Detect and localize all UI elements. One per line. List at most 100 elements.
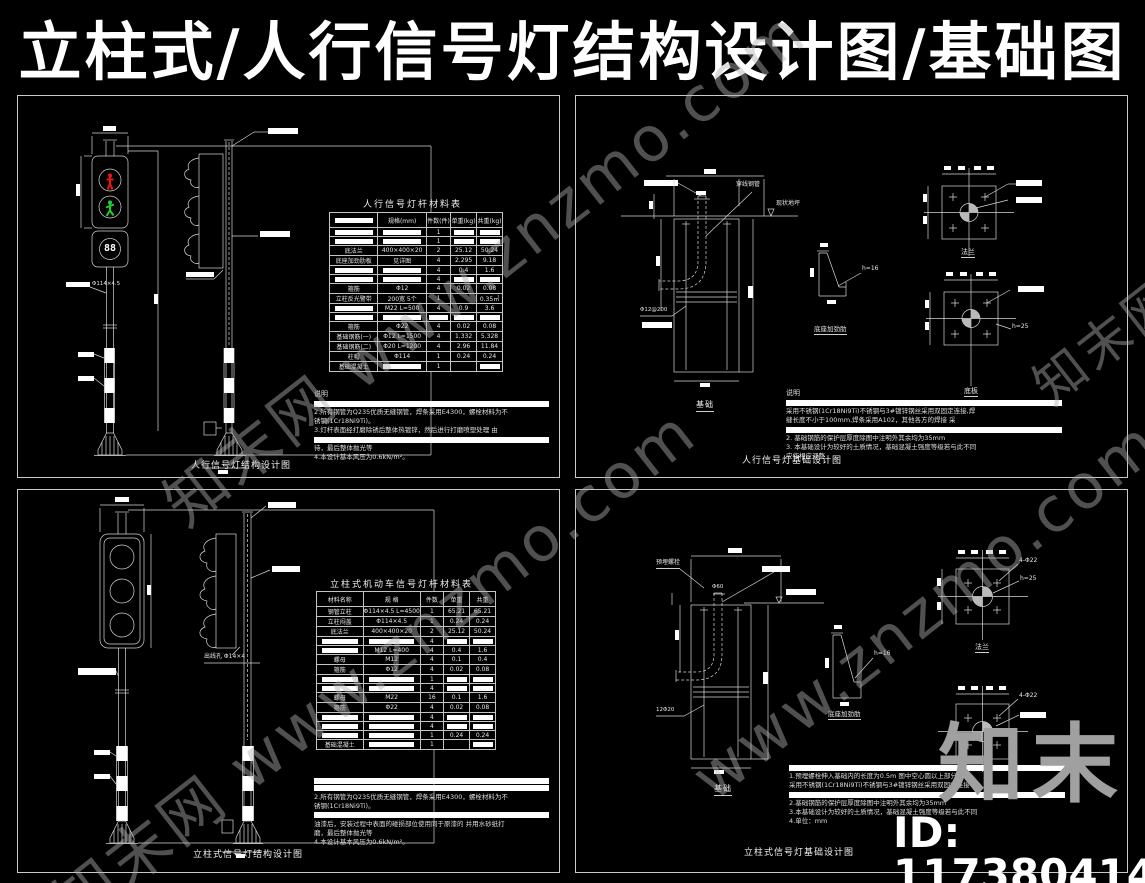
- table-cell: 25.12: [450, 245, 478, 256]
- table-cell: [476, 312, 503, 322]
- table-cell: 2: [425, 245, 452, 256]
- green-lens: [109, 612, 135, 638]
- table-cell: [450, 274, 478, 284]
- table-cell: 1: [425, 236, 452, 246]
- table-cell: Φ22: [362, 702, 421, 713]
- table-cell: 4: [419, 702, 445, 713]
- flange-detail: [937, 550, 1028, 640]
- br-notes: 1.预埋螺栓伸入基础内的长度为0.5m 图中空心圆以上部分采用不锈钢(1Cr18…: [789, 763, 1089, 826]
- table-cell: 1.6: [469, 692, 496, 703]
- table-cell: [328, 236, 379, 246]
- bolt-top-label: 4-Φ22: [1019, 557, 1038, 564]
- table-header-row: 规格(mm)件数(件)单重(kg)共重(kg): [328, 212, 503, 228]
- foundation-section: [621, 169, 798, 387]
- resource-id: ID: 1173804146: [893, 808, 1145, 883]
- note-line: [314, 400, 549, 407]
- table-cell: 0.24: [443, 730, 471, 740]
- bolt-bottom-label: 4-Φ22: [1019, 692, 1038, 699]
- table-cell: 见详图: [377, 255, 427, 266]
- table-cell: [443, 739, 471, 750]
- tr-notes-title: 说明: [786, 389, 800, 397]
- rib-h-label: h=16: [874, 650, 891, 657]
- table-cell: [362, 674, 421, 684]
- table-cell: [362, 712, 421, 722]
- table-cell: 0.4: [443, 645, 471, 655]
- table-cell: Φ114×4.5 L=4500: [362, 606, 421, 617]
- bl-notes: 2.所有钢管为Q235优质无缝钢管，焊条采用E4300，螺栓材料为不锈钢(1Cr…: [314, 776, 569, 847]
- table-cell: 9.18: [476, 255, 503, 266]
- br-section-caption: 基础: [714, 783, 732, 796]
- table-cell: 柱帽: [328, 351, 379, 362]
- table-cell: 0.24: [450, 351, 478, 362]
- green-man-icon: [105, 200, 115, 217]
- table-cell: 4: [419, 654, 445, 665]
- tl-notes-title: 说明: [314, 390, 328, 398]
- table-cell: 0.4: [450, 265, 478, 275]
- table-header-cell: 共重: [469, 591, 496, 607]
- table-cell: 1: [425, 227, 452, 237]
- note-line: 2. 基础钢筋的保护层厚度除图中注明外其余均为35mm: [786, 434, 946, 442]
- tl-notes: 说明 2.所有钢管为Q235优质无缝钢管，焊条采用E4300，螺栓材料为不锈钢(…: [314, 390, 569, 462]
- tl-table-title: 人行信号灯杆材料表: [363, 200, 463, 210]
- table-cell: 1: [425, 351, 452, 362]
- note-line: [789, 764, 1065, 771]
- table-cell: [362, 721, 421, 731]
- table-cell: [328, 303, 379, 313]
- table-cell: [316, 683, 364, 693]
- table-cell: Φ114: [377, 351, 427, 362]
- table-cell: 4: [425, 321, 452, 332]
- signal-head: [99, 533, 145, 649]
- h25-label: h=25: [1020, 575, 1037, 582]
- foundation-outline: [690, 604, 752, 760]
- base-plate-detail: [925, 272, 1044, 386]
- pole-diameter-label: Φ114×4.5: [92, 281, 121, 287]
- rib-caption: 底座加劲肋: [814, 325, 847, 336]
- tl-notes-lines: 2.所有钢管为Q235优质无缝钢管，焊条采用E4300，螺栓材料为不锈钢(1Cr…: [314, 400, 569, 463]
- note-line: 油漆后，安装过程中表面的碰损部位使用同于原漆的 并用水砂纸打: [314, 819, 505, 828]
- table-cell: [450, 361, 478, 372]
- table-cell: M12: [362, 654, 421, 665]
- note-line: 2.所有钢管为Q235优质无缝钢管，焊条采用E4300，螺栓材料为不: [314, 408, 508, 416]
- table-cell: [316, 721, 364, 731]
- table-cell: 50.24: [469, 626, 496, 637]
- note-line: 3.本基础设计为较好的土质情况，基础混凝土强度等级若与此不同: [789, 808, 978, 816]
- outlet-hole-label: 出线孔 Φ14×4: [204, 653, 246, 660]
- rib-detail: [825, 625, 874, 706]
- table-cell: 1: [419, 606, 445, 617]
- table-header-cell: [328, 212, 379, 228]
- note-line: 应作相应调整: [786, 452, 825, 460]
- table-header-cell: 共重(kg): [476, 212, 503, 228]
- countdown-display: 88: [104, 243, 117, 254]
- table-cell: [476, 274, 503, 284]
- table-cell: Φ22: [377, 321, 427, 332]
- note-line: [314, 785, 549, 791]
- rib-h-label: h=16: [862, 265, 879, 272]
- note-line: [786, 426, 1062, 433]
- table-cell: 4: [425, 255, 452, 266]
- pole-base-flare: [97, 432, 123, 456]
- plate-caption: 底板: [964, 387, 978, 398]
- table-cell: 0.1: [443, 692, 471, 703]
- table-cell: [425, 312, 452, 322]
- table-row: 4: [328, 274, 503, 284]
- table-cell: [469, 721, 496, 731]
- note-line: 3.灯杆表面经打磨除锈后整体热镀锌，然后进行打磨喷塑处理 由: [314, 426, 498, 434]
- table-cell: [450, 312, 478, 322]
- table-cell: 65.21: [443, 606, 471, 617]
- plate-h-label: h=25: [1012, 323, 1029, 330]
- table-cell: [469, 739, 496, 750]
- note-line: 缝长度不小于100mm,焊条采用A102，其他各方的焊接 采: [786, 416, 956, 424]
- table-cell: 200宽 5个: [377, 293, 427, 304]
- pedestrian-signal-drawing: [66, 126, 432, 474]
- front-pole-lower: [66, 267, 431, 456]
- table-cell: 0.24: [469, 616, 496, 627]
- table-cell: 底法兰: [316, 626, 364, 637]
